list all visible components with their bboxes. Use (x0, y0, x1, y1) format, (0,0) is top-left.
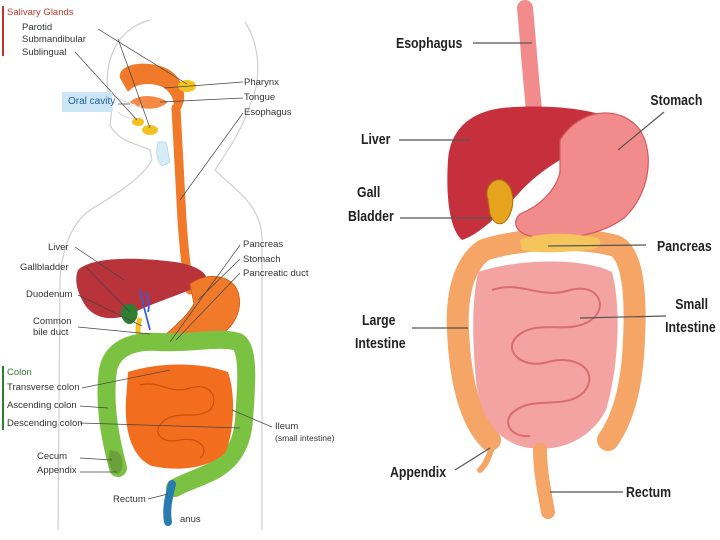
esophagus-label-right: Esophagus (396, 35, 463, 52)
right-rectum-shape (533, 443, 555, 519)
liver-label-left: Liver (48, 242, 69, 253)
large-intestine-label-2: Intestine (355, 335, 406, 352)
pharynx-label: Pharynx (244, 77, 279, 88)
colon-bracket (2, 366, 4, 430)
duodenum-label: Duodenum (26, 289, 73, 300)
esophagus-label-left: Esophagus (244, 107, 292, 118)
body-outline (57, 19, 263, 531)
colon-shape (97, 330, 256, 497)
submandibular-label: Submandibular (22, 34, 86, 45)
trachea (156, 141, 171, 167)
right-intestine-coils (491, 286, 601, 438)
left-digestive-diagram (57, 19, 273, 531)
gall-bladder-label-2: Bladder (348, 208, 394, 225)
liver-label-right: Liver (361, 131, 391, 148)
right-digestive-diagram (399, 0, 667, 519)
anus-label: anus (180, 514, 201, 525)
rectum-label-left: Rectum (113, 494, 146, 505)
stomach-label-right: Stomach (650, 92, 702, 109)
teeth (125, 103, 143, 109)
tongue-shape (130, 96, 168, 109)
small-intestine-shape (125, 364, 234, 469)
right-pancreas-shape (520, 233, 601, 253)
bile-duct (139, 289, 151, 331)
stomach-label-left: Stomach (243, 254, 281, 265)
rectum-label-right: Rectum (626, 484, 672, 501)
small-intestine-label-2: Intestine (665, 319, 716, 336)
cecum-shape (108, 450, 123, 474)
small-intestine-label-1: Small (675, 296, 708, 313)
descending-colon-label: Descending colon (7, 418, 83, 429)
gallbladder-label: Gallbladder (20, 262, 69, 273)
pharynx-shape (119, 63, 185, 110)
intestine-coils (139, 383, 215, 459)
appendix-label-right: Appendix (390, 464, 447, 481)
ileum-label: Ileum (275, 421, 299, 432)
right-gallbladder-shape (486, 179, 514, 225)
common-bile-duct-label-2: bile duct (33, 327, 69, 338)
sublingual-gland (132, 118, 144, 126)
liver-shape (76, 258, 207, 319)
right-appendix-shape (477, 437, 497, 473)
large-intestine-label-1: Large (362, 312, 396, 329)
pancreas-label-left: Pancreas (243, 239, 284, 250)
parotid-label: Parotid (22, 22, 53, 33)
ascending-colon-label: Ascending colon (7, 400, 77, 411)
salivary-glands-label: Salivary Glands (7, 7, 74, 18)
ileum-sub-label: (small intestine) (275, 433, 335, 443)
salivary-bracket (2, 6, 4, 56)
cecum-label: Cecum (37, 451, 68, 462)
pancreatic-duct-label: Pancreatic duct (243, 268, 309, 279)
right-small-intestine (473, 261, 618, 449)
pancreas-label-right: Pancreas (657, 238, 712, 255)
common-bile-duct-label-1: Common (33, 316, 72, 327)
sublingual-label: Sublingual (22, 47, 67, 58)
gallbladder-shape (120, 303, 138, 325)
rectum-shape (163, 480, 176, 526)
right-stomach-shape (515, 112, 649, 239)
tongue-label: Tongue (244, 92, 276, 103)
submandibular-gland (142, 125, 158, 135)
appendix-label-left: Appendix (37, 465, 77, 476)
colon-label: Colon (7, 367, 32, 378)
transverse-colon-label: Transverse colon (7, 382, 80, 393)
gall-bladder-label-1: Gall (357, 184, 381, 201)
oral-cavity-label: Oral cavity (62, 92, 115, 112)
